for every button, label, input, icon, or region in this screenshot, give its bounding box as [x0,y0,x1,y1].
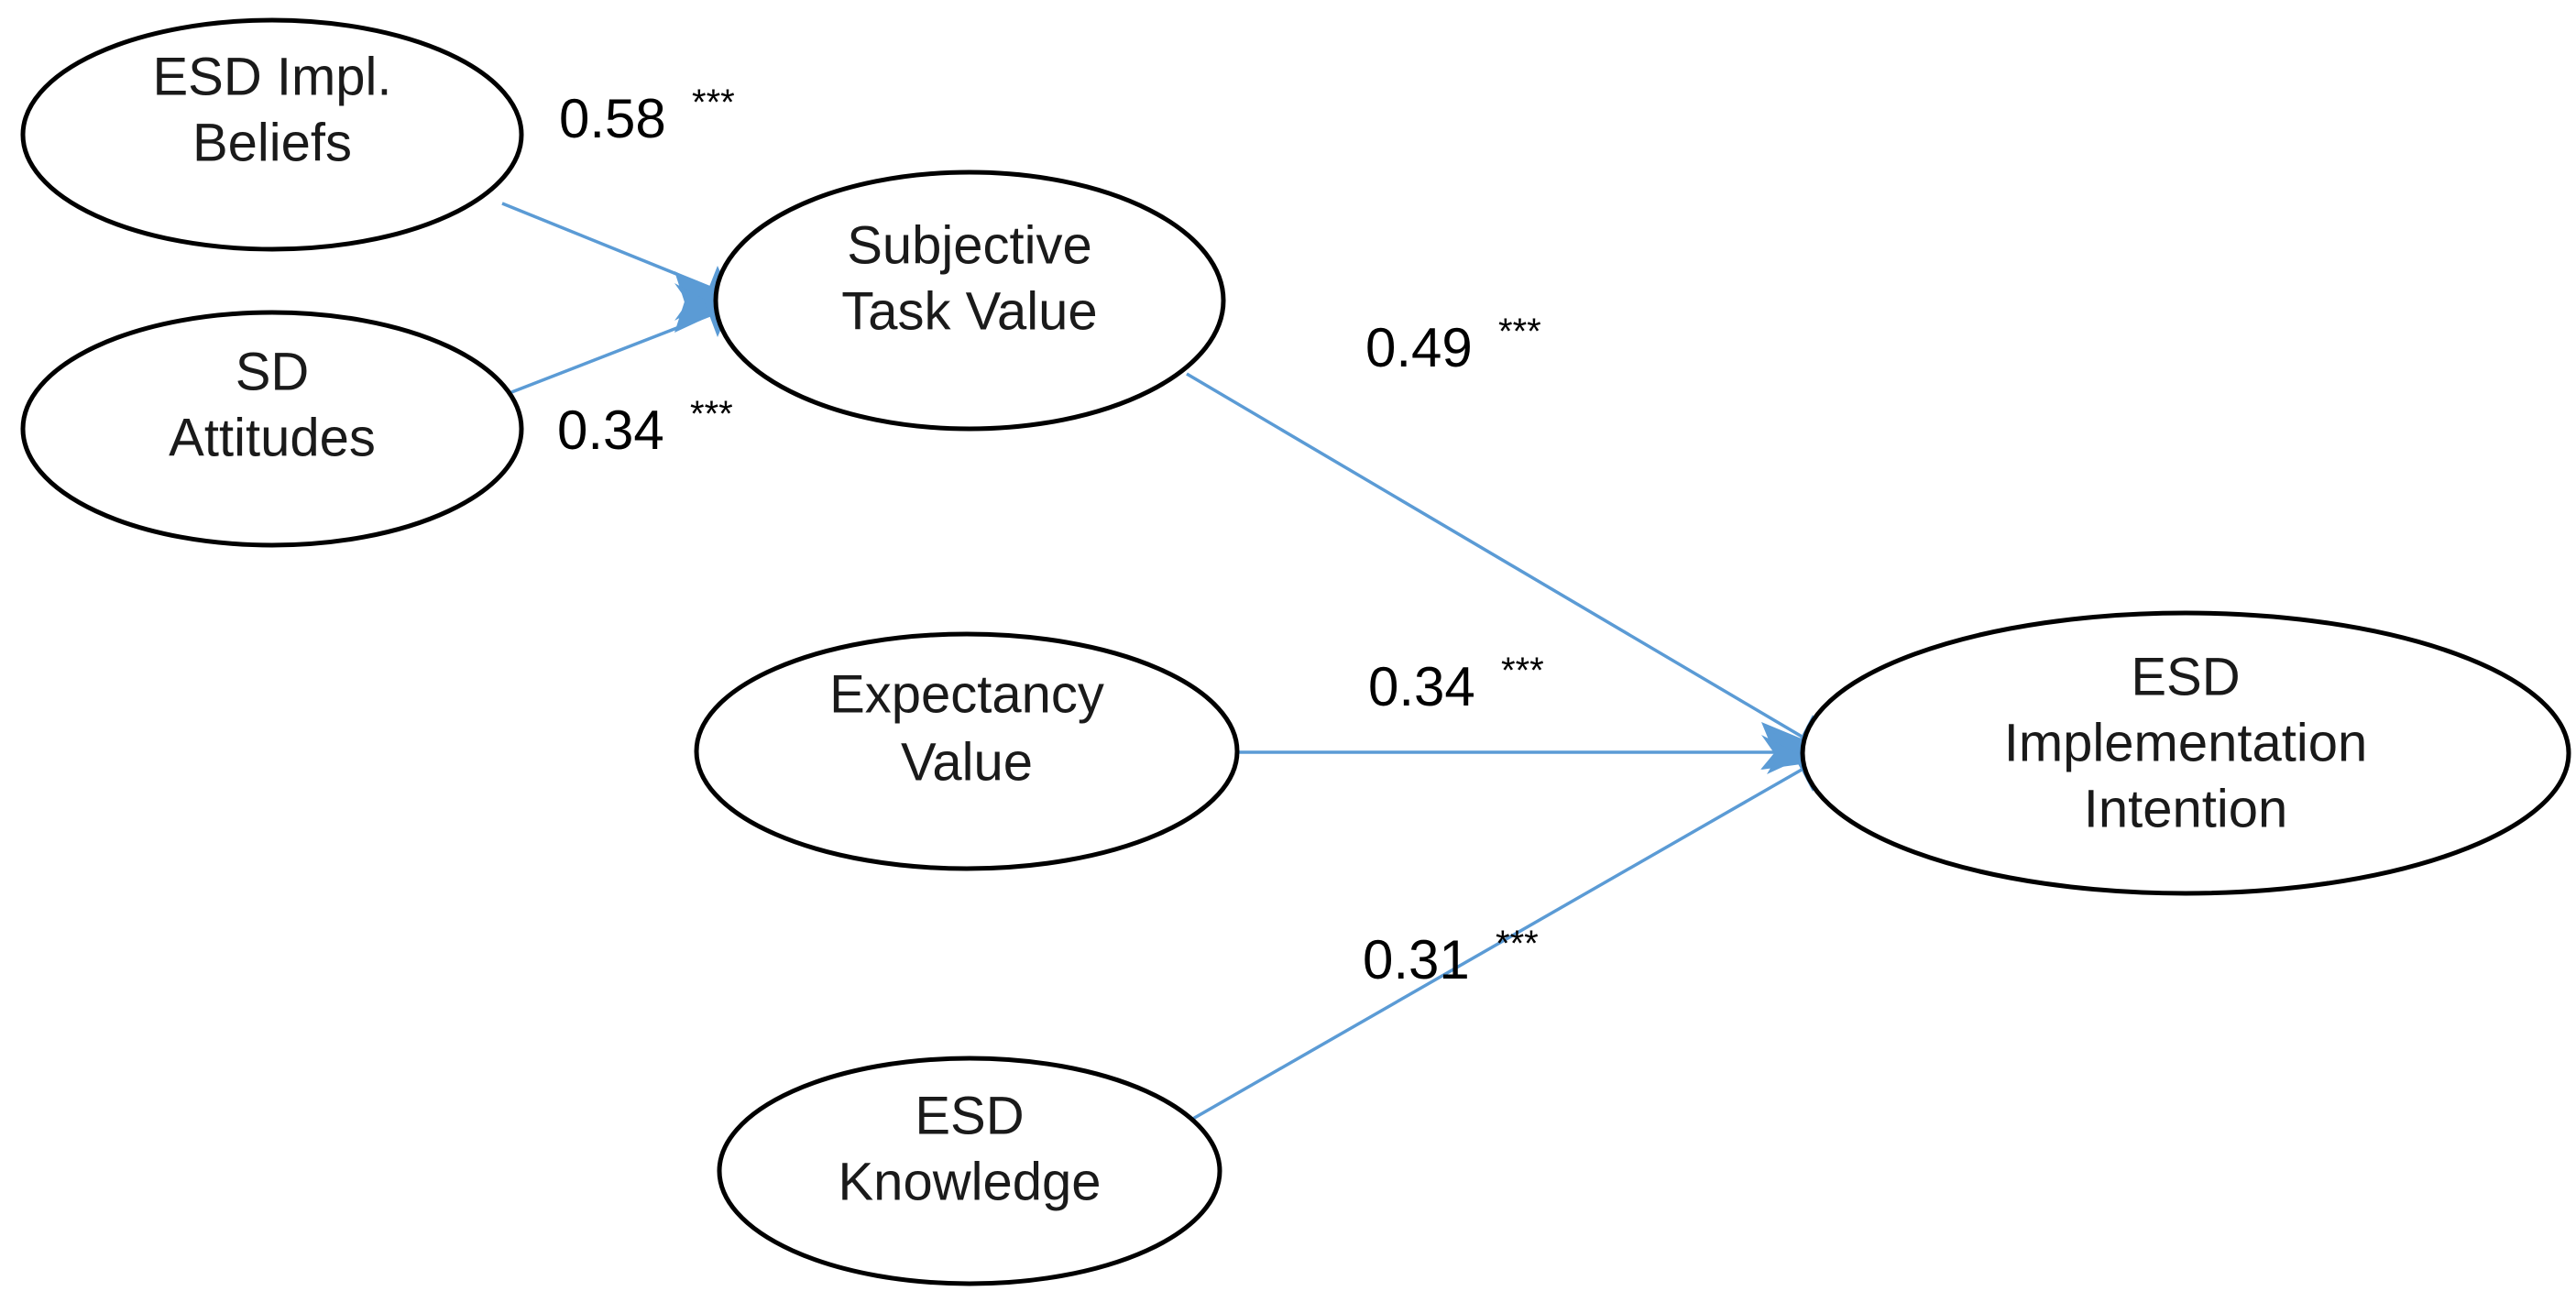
node-label-line1: SD [236,342,310,401]
coefficient-label-attitudes-to-stv: 0.34 *** [557,394,733,461]
node-ellipse-shape[interactable] [694,631,1240,871]
significance-stars: *** [692,82,735,123]
coefficient-value: 0.34 [1368,656,1475,717]
significance-stars: *** [1496,924,1539,964]
coefficient-label-beliefs-to-stv: 0.58 *** [559,82,735,149]
node-esd-impl-beliefs[interactable]: ESD Impl. Beliefs [20,17,524,252]
coefficient-value: 0.49 [1365,317,1473,378]
node-ellipse-shape[interactable] [20,17,524,252]
node-esd-knowledge[interactable]: ESD Knowledge [717,1056,1222,1286]
node-label-line3: Intention [2084,779,2288,838]
significance-stars: *** [1501,651,1544,691]
node-label-line1: ESD [915,1086,1024,1145]
node-label-line1: ESD Impl. [152,47,391,106]
node-ellipse-shape[interactable] [1800,610,2571,896]
node-ellipse-shape[interactable] [713,170,1226,432]
node-ellipse-shape[interactable] [20,310,524,548]
node-subjective-task-value[interactable]: Subjective Task Value [713,170,1226,432]
node-label-line2: Knowledge [839,1152,1102,1211]
arrowhead-icon [674,283,724,333]
edge-expectancy-value-to-intention [1235,730,1814,774]
node-ellipse-shape[interactable] [717,1056,1222,1286]
node-label-line1: ESD [2131,647,2240,706]
node-label-line1: Subjective [847,215,1092,275]
node-label-line2: Task Value [841,281,1097,341]
node-expectancy-value[interactable]: Expectancy Value [694,631,1240,871]
significance-stars: *** [690,394,733,434]
coefficient-label-ev-to-intention: 0.34 *** [1368,651,1544,717]
coefficient-value: 0.31 [1363,929,1470,990]
node-label-line1: Expectancy [829,664,1104,724]
edge-line [1190,760,1815,1122]
coefficient-value: 0.34 [557,399,664,461]
coefficient-label-know-to-intention: 0.31 *** [1363,924,1539,990]
coefficient-value: 0.58 [559,88,666,149]
node-sd-attitudes[interactable]: SD Attitudes [20,310,524,548]
node-label-line2: Beliefs [192,113,352,172]
node-esd-implementation-intention[interactable]: ESD Implementation Intention [1800,610,2571,896]
edge-attitudes-to-subjective-task-value [501,283,725,398]
significance-stars: *** [1498,312,1541,352]
edge-subjective-task-value-to-intention [1186,372,1815,770]
node-label-line2: Value [901,732,1033,792]
node-label-line2: Attitudes [169,408,376,467]
edge-line [1186,372,1815,746]
node-label-line2: Implementation [2004,713,2368,772]
coefficient-label-stv-to-intention: 0.49 *** [1365,312,1541,378]
